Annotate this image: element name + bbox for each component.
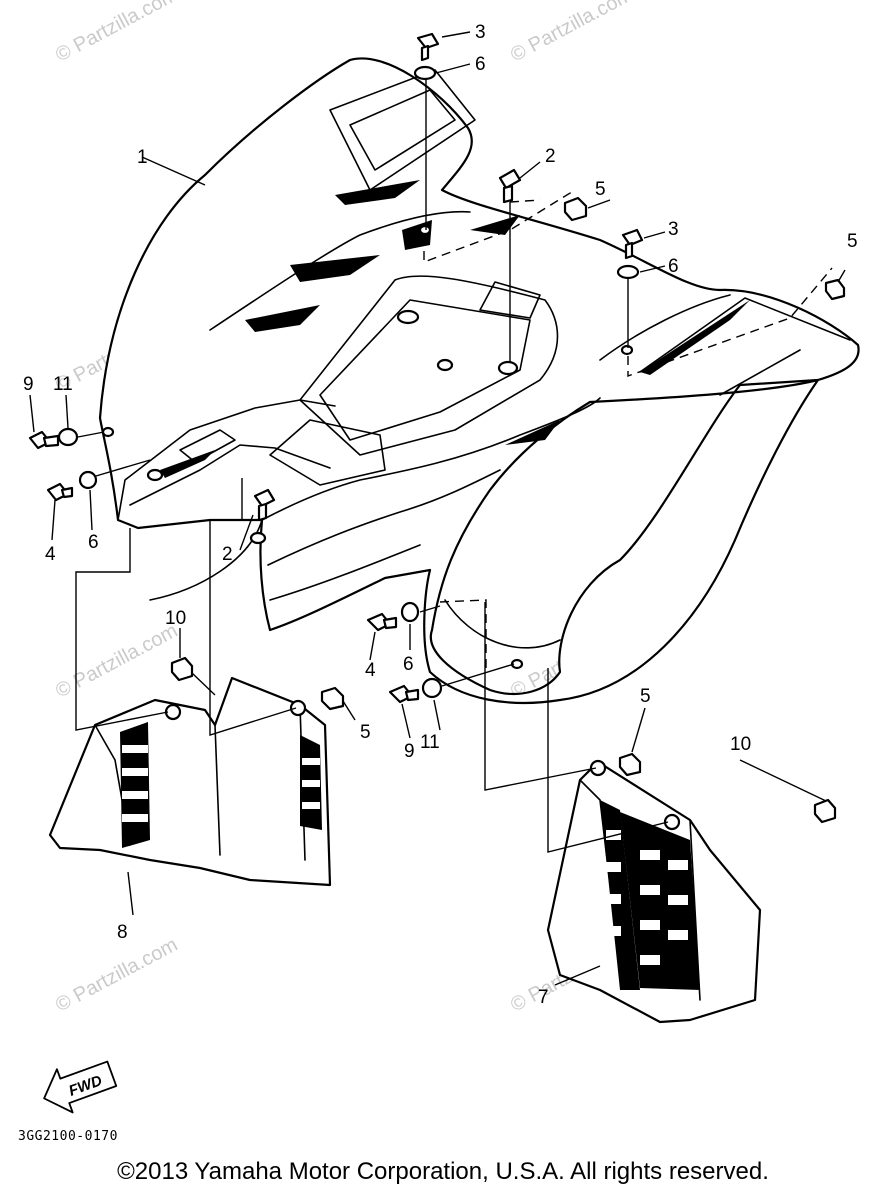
rear-fender <box>98 57 860 705</box>
callout-9: 9 <box>404 741 415 762</box>
fwd-arrow: FWD <box>43 1060 118 1114</box>
callout-9: 9 <box>23 374 34 395</box>
callout-labels: 3 6 1 2 5 3 6 5 9 11 4 6 2 10 5 4 6 9 11… <box>23 22 858 1008</box>
callout-5: 5 <box>847 231 858 252</box>
copyright-notice: ©2013 Yamaha Motor Corporation, U.S.A. A… <box>117 1158 769 1185</box>
callout-6: 6 <box>88 532 99 553</box>
callout-6: 6 <box>475 54 486 75</box>
fasteners <box>28 32 846 824</box>
callout-7: 7 <box>538 987 549 1008</box>
callout-4: 4 <box>365 660 376 681</box>
callout-8: 8 <box>117 922 128 943</box>
watermark: © Partzilla.com <box>52 0 181 66</box>
callout-4: 4 <box>45 544 56 565</box>
callout-6: 6 <box>403 654 414 675</box>
callout-2: 2 <box>222 544 233 565</box>
callout-2: 2 <box>545 146 556 167</box>
diagram-code: 3GG2100-0170 <box>18 1129 118 1144</box>
callout-1: 1 <box>137 147 148 168</box>
callout-11: 11 <box>53 374 73 395</box>
mud-flap-right <box>546 759 762 1024</box>
callout-5: 5 <box>595 179 606 200</box>
callout-11: 11 <box>420 732 440 753</box>
callout-10: 10 <box>730 734 751 755</box>
watermark: © Partzilla.com <box>52 620 181 703</box>
watermark: © Partzilla.com <box>52 934 181 1017</box>
callout-6: 6 <box>668 256 679 277</box>
mud-flap-left <box>48 676 332 887</box>
callout-3: 3 <box>668 219 679 240</box>
callout-10: 10 <box>165 608 186 629</box>
callout-5: 5 <box>640 686 651 707</box>
callout-5: 5 <box>360 722 371 743</box>
callout-3: 3 <box>475 22 486 43</box>
watermark: © Partzilla.com <box>507 0 636 66</box>
leader-lines <box>29 31 846 986</box>
